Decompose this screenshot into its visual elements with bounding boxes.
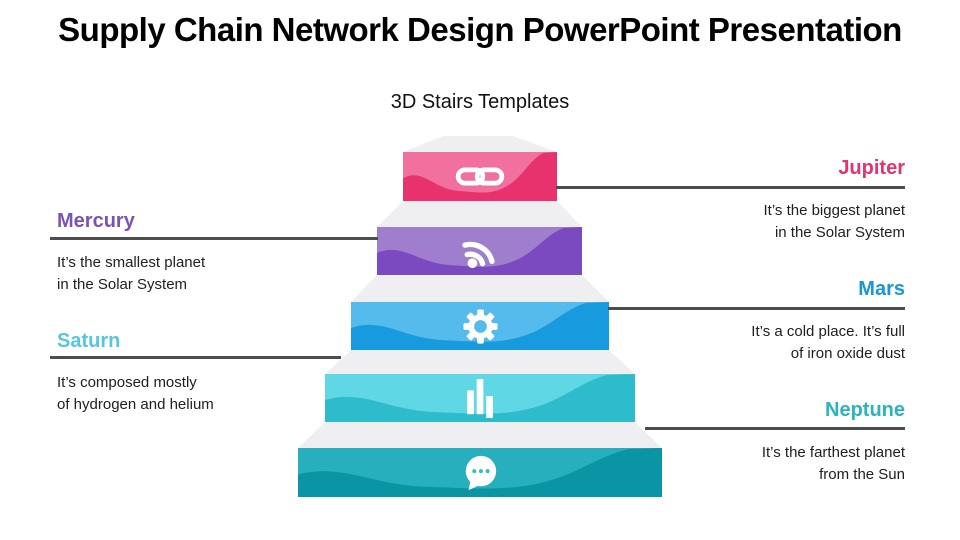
connector-line-mercury: [50, 237, 378, 240]
label-saturn-description: It’s composed mostly of hydrogen and hel…: [57, 374, 214, 413]
label-neptune-title: Neptune: [825, 399, 905, 421]
rss-icon: [462, 235, 496, 268]
bar-chart-icon: [466, 378, 495, 418]
label-mars-title: Mars: [858, 278, 905, 300]
chain-link-icon: [455, 167, 505, 186]
stair-step-1: [403, 152, 557, 201]
stair-top-surface: [325, 350, 635, 374]
stair-step-5: [298, 448, 662, 497]
stair-top-surface: [403, 136, 557, 152]
slide-subtitle: 3D Stairs Templates: [390, 91, 570, 113]
wave-shape: [325, 374, 635, 422]
label-mercury-description: It’s the smallest planet in the Solar Sy…: [57, 254, 206, 293]
connector-line-jupiter: [556, 186, 905, 189]
label-mercury-title: Mercury: [57, 210, 135, 232]
label-mars-description: It’s a cold place. It’s full of iron oxi…: [751, 323, 905, 362]
label-neptune-description: It’s the farthest planet from the Sun: [761, 444, 905, 483]
label-jupiter-description: It’s the biggest planet in the Solar Sys…: [763, 202, 906, 241]
speech-bubble-icon: [461, 454, 499, 492]
wave-shape: [351, 302, 609, 350]
label-saturn-title: Saturn: [57, 330, 121, 352]
gear-icon: [461, 307, 500, 346]
stair-top-surface: [298, 422, 662, 448]
stair-step-4: [325, 374, 635, 422]
wave-shape: [403, 152, 557, 201]
stair-step-2: [377, 227, 582, 275]
stair-top-surface: [351, 275, 609, 302]
label-jupiter-title: Jupiter: [838, 157, 905, 179]
stair-step-3: [351, 302, 609, 350]
wave-shape: [298, 448, 662, 497]
wave-shape: [377, 227, 582, 275]
stair-top-surface: [377, 201, 582, 227]
connector-line-mars: [608, 307, 905, 310]
connector-line-neptune: [645, 427, 905, 430]
slide-title: Supply Chain Network Design PowerPoint P…: [58, 11, 902, 48]
connector-line-saturn: [50, 356, 341, 359]
